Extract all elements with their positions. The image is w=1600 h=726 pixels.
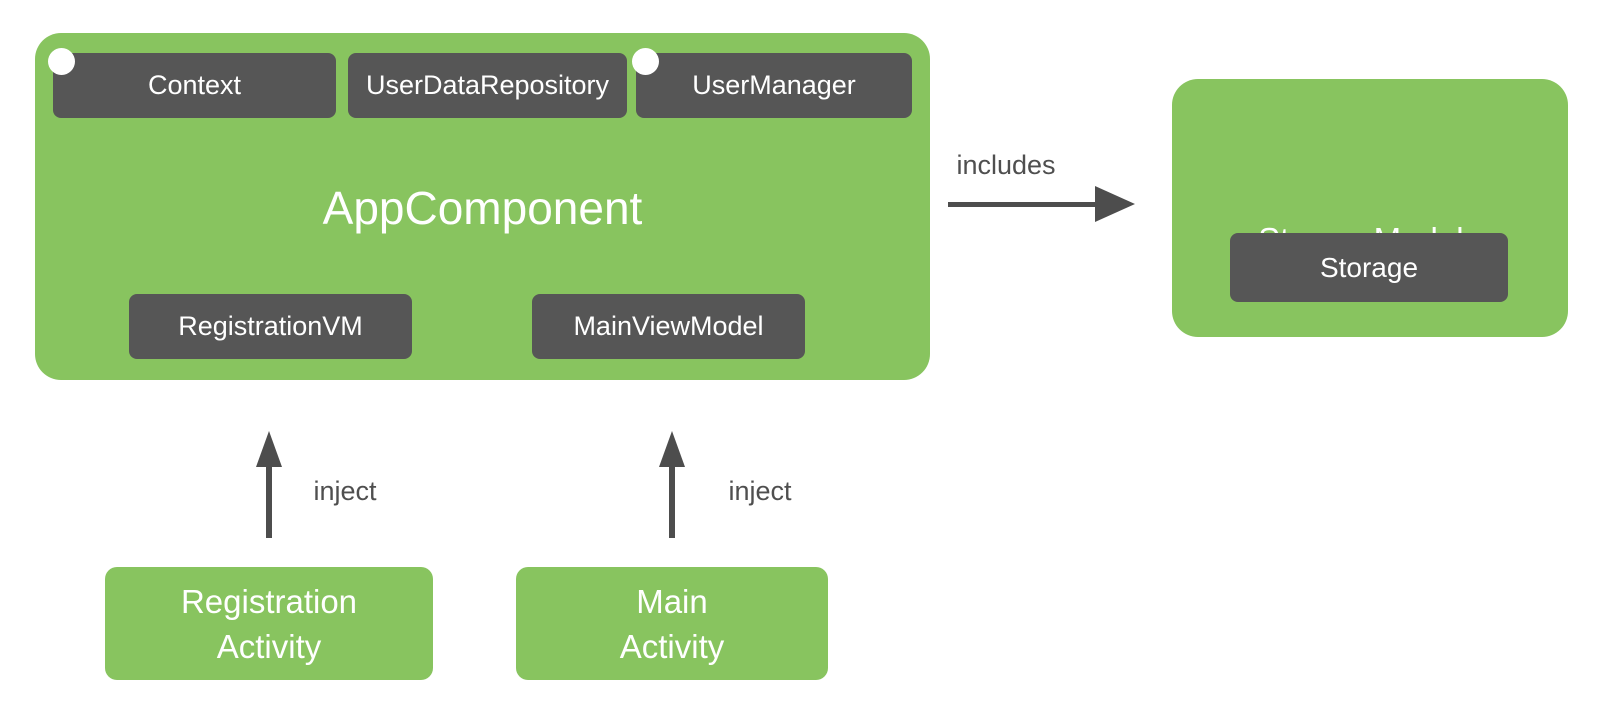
main-activity-label-line1: Main <box>636 582 708 620</box>
app-component-title: AppComponent <box>322 182 643 234</box>
provision-label-storage: Storage <box>1319 251 1419 283</box>
provision-label-context: Context <box>147 70 242 100</box>
main-activity-label: Main Activity <box>620 579 725 669</box>
provision-box-usermanager: UserManager <box>636 53 912 118</box>
main-activity-box: Main Activity <box>516 567 828 680</box>
provision-box-context: Context <box>53 53 336 118</box>
registration-activity-label-line2: Activity <box>216 627 322 665</box>
registration-activity-box: Registration Activity <box>105 567 433 680</box>
inject-arrow-shaft-main <box>669 464 675 538</box>
scope-dot-usermanager <box>632 48 659 75</box>
viewmodel-label-mainviewmodel: MainViewModel <box>573 311 764 341</box>
inject-edge-label-registration: inject <box>313 476 377 506</box>
inject-arrow-shaft-registration <box>266 464 272 538</box>
includes-arrow-shaft <box>948 202 1097 207</box>
scope-dot-context <box>48 48 75 75</box>
viewmodel-label-registrationvm: RegistrationVM <box>178 311 363 341</box>
includes-arrow-head <box>1095 186 1135 222</box>
main-activity-label-line2: Activity <box>619 627 725 665</box>
viewmodel-box-registrationvm: RegistrationVM <box>129 294 412 359</box>
provision-box-userdatarepository: UserDataRepository <box>348 53 627 118</box>
viewmodel-box-mainviewmodel: MainViewModel <box>532 294 805 359</box>
registration-activity-label: Registration Activity <box>181 579 357 669</box>
provision-label-userdatarepository: UserDataRepository <box>365 70 610 100</box>
inject-arrow-head-main <box>659 431 685 467</box>
inject-arrow-head-registration <box>256 431 282 467</box>
registration-activity-label-line1: Registration <box>180 582 358 620</box>
provision-box-storage: Storage <box>1230 233 1508 302</box>
inject-edge-label-main: inject <box>728 476 792 506</box>
includes-edge-label: includes <box>956 150 1056 180</box>
provision-label-usermanager: UserManager <box>692 70 856 100</box>
